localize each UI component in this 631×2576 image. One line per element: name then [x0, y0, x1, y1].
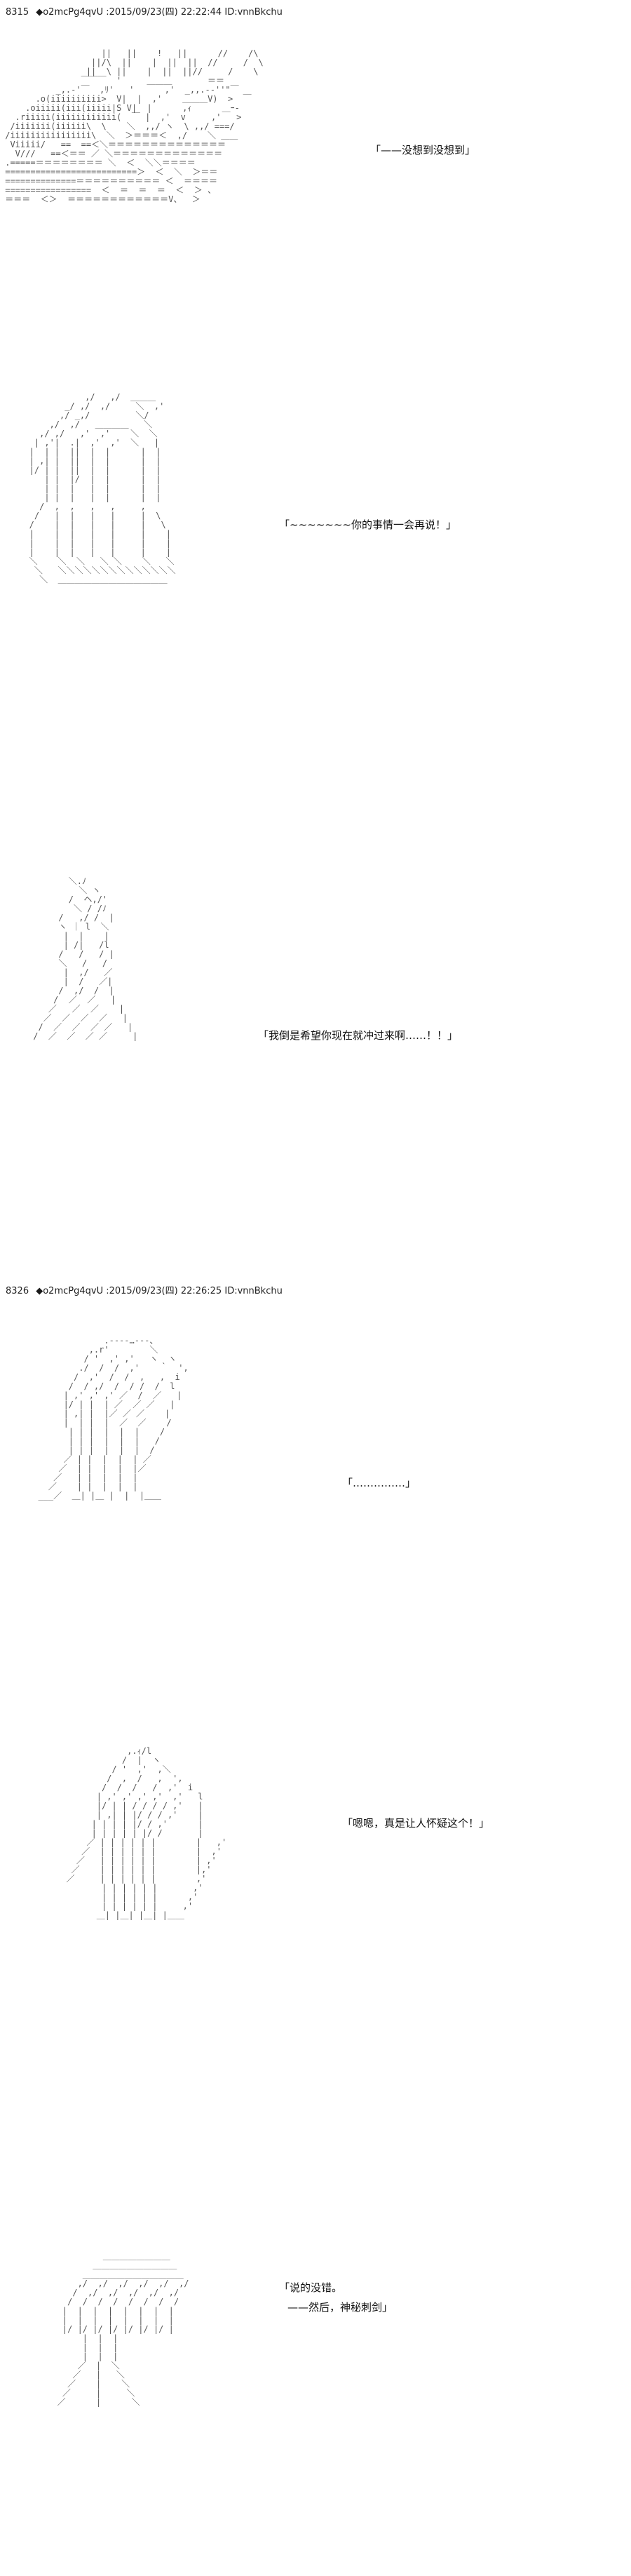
dialogue-line: 「……………」 [342, 1477, 416, 1489]
poster-id: ID:vnnBkchu [224, 1286, 283, 1296]
dialogue-line: 「我倒是希望你现在就冲过来啊……！！」 [258, 1029, 459, 1042]
dialogue-line: 「嗯嗯，真是让人怀疑这个！」 [342, 1817, 490, 1830]
ascii-art: ,.ｨ/l / | ヽ / ' ,' ,＼ / , / , ', / / / /… [66, 1747, 227, 1920]
post-datetime: :2015/09/23(四) 22:26:25 [106, 1286, 222, 1296]
post-number: 8326 [6, 1286, 29, 1296]
ascii-art: ＿＿＿＿＿＿＿＿ ＿＿＿＿＿＿＿＿＿＿ ＿＿＿＿＿＿＿＿＿＿＿＿ ,/ ,/ ,… [57, 2252, 189, 2407]
dialogue-line: 「说的没错。 [279, 2281, 343, 2294]
poster-trip: ◆o2mcPg4qvU [36, 1286, 104, 1296]
ascii-art: .-‐‐‐…‐‐-、 ,.r' ＼ / ' ,' ,' ヽ ヽ ./ / / ,… [38, 1336, 189, 1501]
poster-id: ID:vnnBkchu [224, 7, 283, 18]
dialogue-line: 「——没想到没想到」 [370, 144, 476, 156]
post-datetime: :2015/09/23(四) 22:22:44 [106, 7, 222, 18]
post-header: 8315 ◆o2mcPg4qvU :2015/09/23(四) 22:22:44… [6, 4, 283, 18]
post-header: 8326 ◆o2mcPg4qvU :2015/09/23(四) 22:26:25… [6, 1283, 283, 1296]
dialogue-line: ——然后，神秘刺剑」 [287, 2301, 393, 2314]
ascii-art: ＼.ﾉ ＼ ヽ / ヘ,/' ＼ / /ﾉ / ,/ / | ヽ ｜ l ＼ |… [33, 877, 138, 1041]
ascii-art: ,/ ,/ ＿＿＿ _/ ,/ ,/ ＼ ,' ,/ _,/ ＼/ ,/ ,/ … [29, 393, 176, 584]
ascii-art: || || ! || // /\ ||/\ || | || || // / \ … [5, 49, 264, 204]
post-number: 8315 [6, 7, 29, 18]
poster-trip: ◆o2mcPg4qvU [36, 7, 104, 18]
dialogue-line: 「~~~~~~~你的事情一会再说！」 [279, 518, 456, 531]
